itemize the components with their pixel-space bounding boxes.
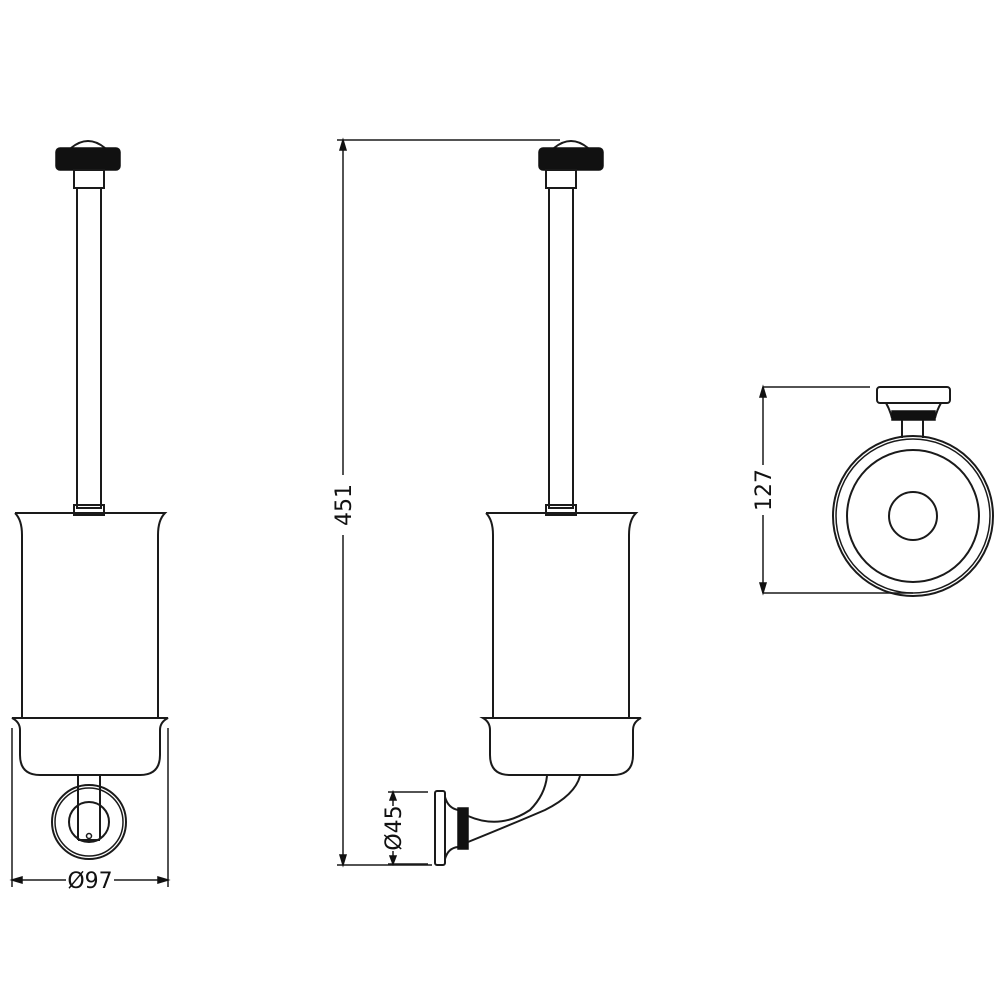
brush-rod (76, 187, 102, 509)
brush-handle-knob (55, 140, 121, 189)
brush-cup (485, 512, 639, 718)
wall-plate-outline (54, 787, 124, 857)
brush-handle-knob (538, 140, 604, 189)
top-view: 127 (752, 384, 994, 597)
cup-opening (846, 449, 980, 583)
dimension-height: 451 (332, 137, 560, 868)
cup-base (888, 491, 938, 541)
dimension-wall-plate-label: Ø45 (382, 805, 407, 850)
dimension-projection-label: 127 (752, 469, 777, 511)
wall-plate (876, 386, 951, 404)
cup-holder (479, 717, 642, 776)
cup-holder (11, 717, 169, 776)
cup-holder-rim (832, 435, 994, 597)
rod-collar (73, 504, 105, 516)
wall-plate-inner (68, 801, 110, 843)
front-view: Ø97 (9, 140, 171, 894)
brush-cup (14, 512, 168, 718)
dimension-width: Ø97 (9, 728, 171, 894)
dimension-height-label: 451 (332, 484, 357, 526)
side-view: 451 Ø45 (332, 137, 642, 868)
wall-bracket (434, 775, 581, 866)
dimension-wall-plate: Ø45 (382, 789, 428, 867)
brush-rod (548, 187, 574, 509)
dimension-projection: 127 (752, 384, 913, 596)
dimension-width-label: Ø97 (67, 869, 112, 894)
rod-collar (545, 504, 577, 516)
